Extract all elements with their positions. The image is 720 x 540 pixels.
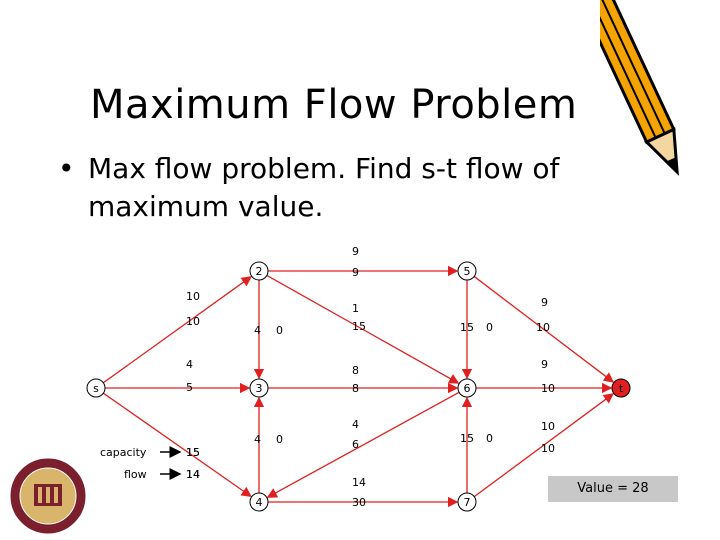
edge-2-6 (266, 274, 460, 384)
legend-flow-label: flow (124, 468, 147, 481)
node-label: t (619, 382, 624, 395)
node-label: 7 (464, 496, 471, 509)
edge-flow-label: 10 (541, 382, 555, 395)
edge-capacity-label: 14 (352, 476, 366, 489)
node-s: s (86, 378, 106, 398)
node-label: 4 (256, 496, 263, 509)
edge-flow-label: 9 (352, 266, 359, 279)
edge-5-t (473, 275, 615, 383)
node-5: 5 (457, 261, 477, 281)
edge-capacity-label: 9 (541, 358, 548, 371)
edge-capacity-label: 10 (186, 290, 200, 303)
edge-flow-label: 15 (352, 320, 366, 333)
edge-flow-label: 0 (276, 324, 283, 337)
edge-s-2 (102, 276, 252, 384)
bullet-dot: • (58, 152, 75, 185)
node-7: 7 (457, 492, 477, 512)
edge-capacity-label: 15 (186, 446, 200, 459)
pencil-icon (600, 0, 679, 176)
node-6: 6 (457, 378, 477, 398)
legend-flow-example: 14 (186, 468, 200, 481)
edge-flow-label: 5 (186, 381, 193, 394)
edge-s-4 (103, 392, 252, 498)
edges-layer (102, 265, 615, 508)
edge-capacity-label: 4 (186, 358, 193, 371)
edge-flow-label: 10 (536, 321, 550, 334)
edge-flow-label: 30 (352, 496, 366, 509)
fsu-seal-icon (9, 457, 87, 535)
edge-capacity-label: 15 (460, 432, 474, 445)
node-3: 3 (249, 378, 269, 398)
edge-7-t (473, 393, 615, 498)
legend: capacity 15 flow 14 (100, 446, 200, 481)
node-circle (457, 378, 477, 398)
edge-capacity-label: 4 (352, 418, 359, 431)
edge-capacity-label: 10 (541, 420, 555, 433)
node-circle (611, 378, 631, 398)
node-4: 4 (249, 492, 269, 512)
edge-capacity-label: 9 (541, 296, 548, 309)
edge-flow-label: 8 (352, 382, 359, 395)
edge-flow-label: 10 (541, 442, 555, 455)
edge-capacity-label: 15 (460, 321, 474, 334)
edge-capacity-label: 9 (352, 245, 359, 258)
node-label: 6 (464, 382, 471, 395)
node-circle (457, 492, 477, 512)
slide-title: Maximum Flow Problem (90, 82, 578, 128)
node-t: t (611, 378, 631, 398)
node-circle (86, 378, 106, 398)
edge-flow-label: 14 (186, 468, 200, 481)
edge-flow-label: 0 (486, 432, 493, 445)
legend-capacity-example: 15 (186, 446, 200, 459)
edge-flow-label: 10 (186, 315, 200, 328)
bullet-text: Max flow problem. Find s-t flow of maxim… (88, 152, 560, 223)
edge-flow-label: 0 (276, 433, 283, 446)
edge-capacity-label: 1 (352, 302, 359, 315)
edge-capacity-label: 4 (254, 433, 261, 446)
edge-capacity-label: 8 (352, 364, 359, 377)
nodes-layer: s 2 3 4 5 6 7 t (86, 261, 631, 512)
edge-flow-label: 0 (486, 321, 493, 334)
edge-flow-label: 6 (352, 438, 359, 451)
node-label: 2 (256, 265, 263, 278)
node-label: s (93, 382, 99, 395)
node-circle (249, 492, 269, 512)
legend-capacity-label: capacity (100, 446, 147, 459)
node-circle (457, 261, 477, 281)
flow-value-box: Value = 28 (548, 476, 678, 502)
node-circle (249, 378, 269, 398)
node-circle (249, 261, 269, 281)
edge-capacity-label: 4 (254, 324, 261, 337)
edge-6-4 (266, 391, 460, 498)
node-2: 2 (249, 261, 269, 281)
node-label: 5 (464, 265, 471, 278)
node-label: 3 (256, 382, 263, 395)
